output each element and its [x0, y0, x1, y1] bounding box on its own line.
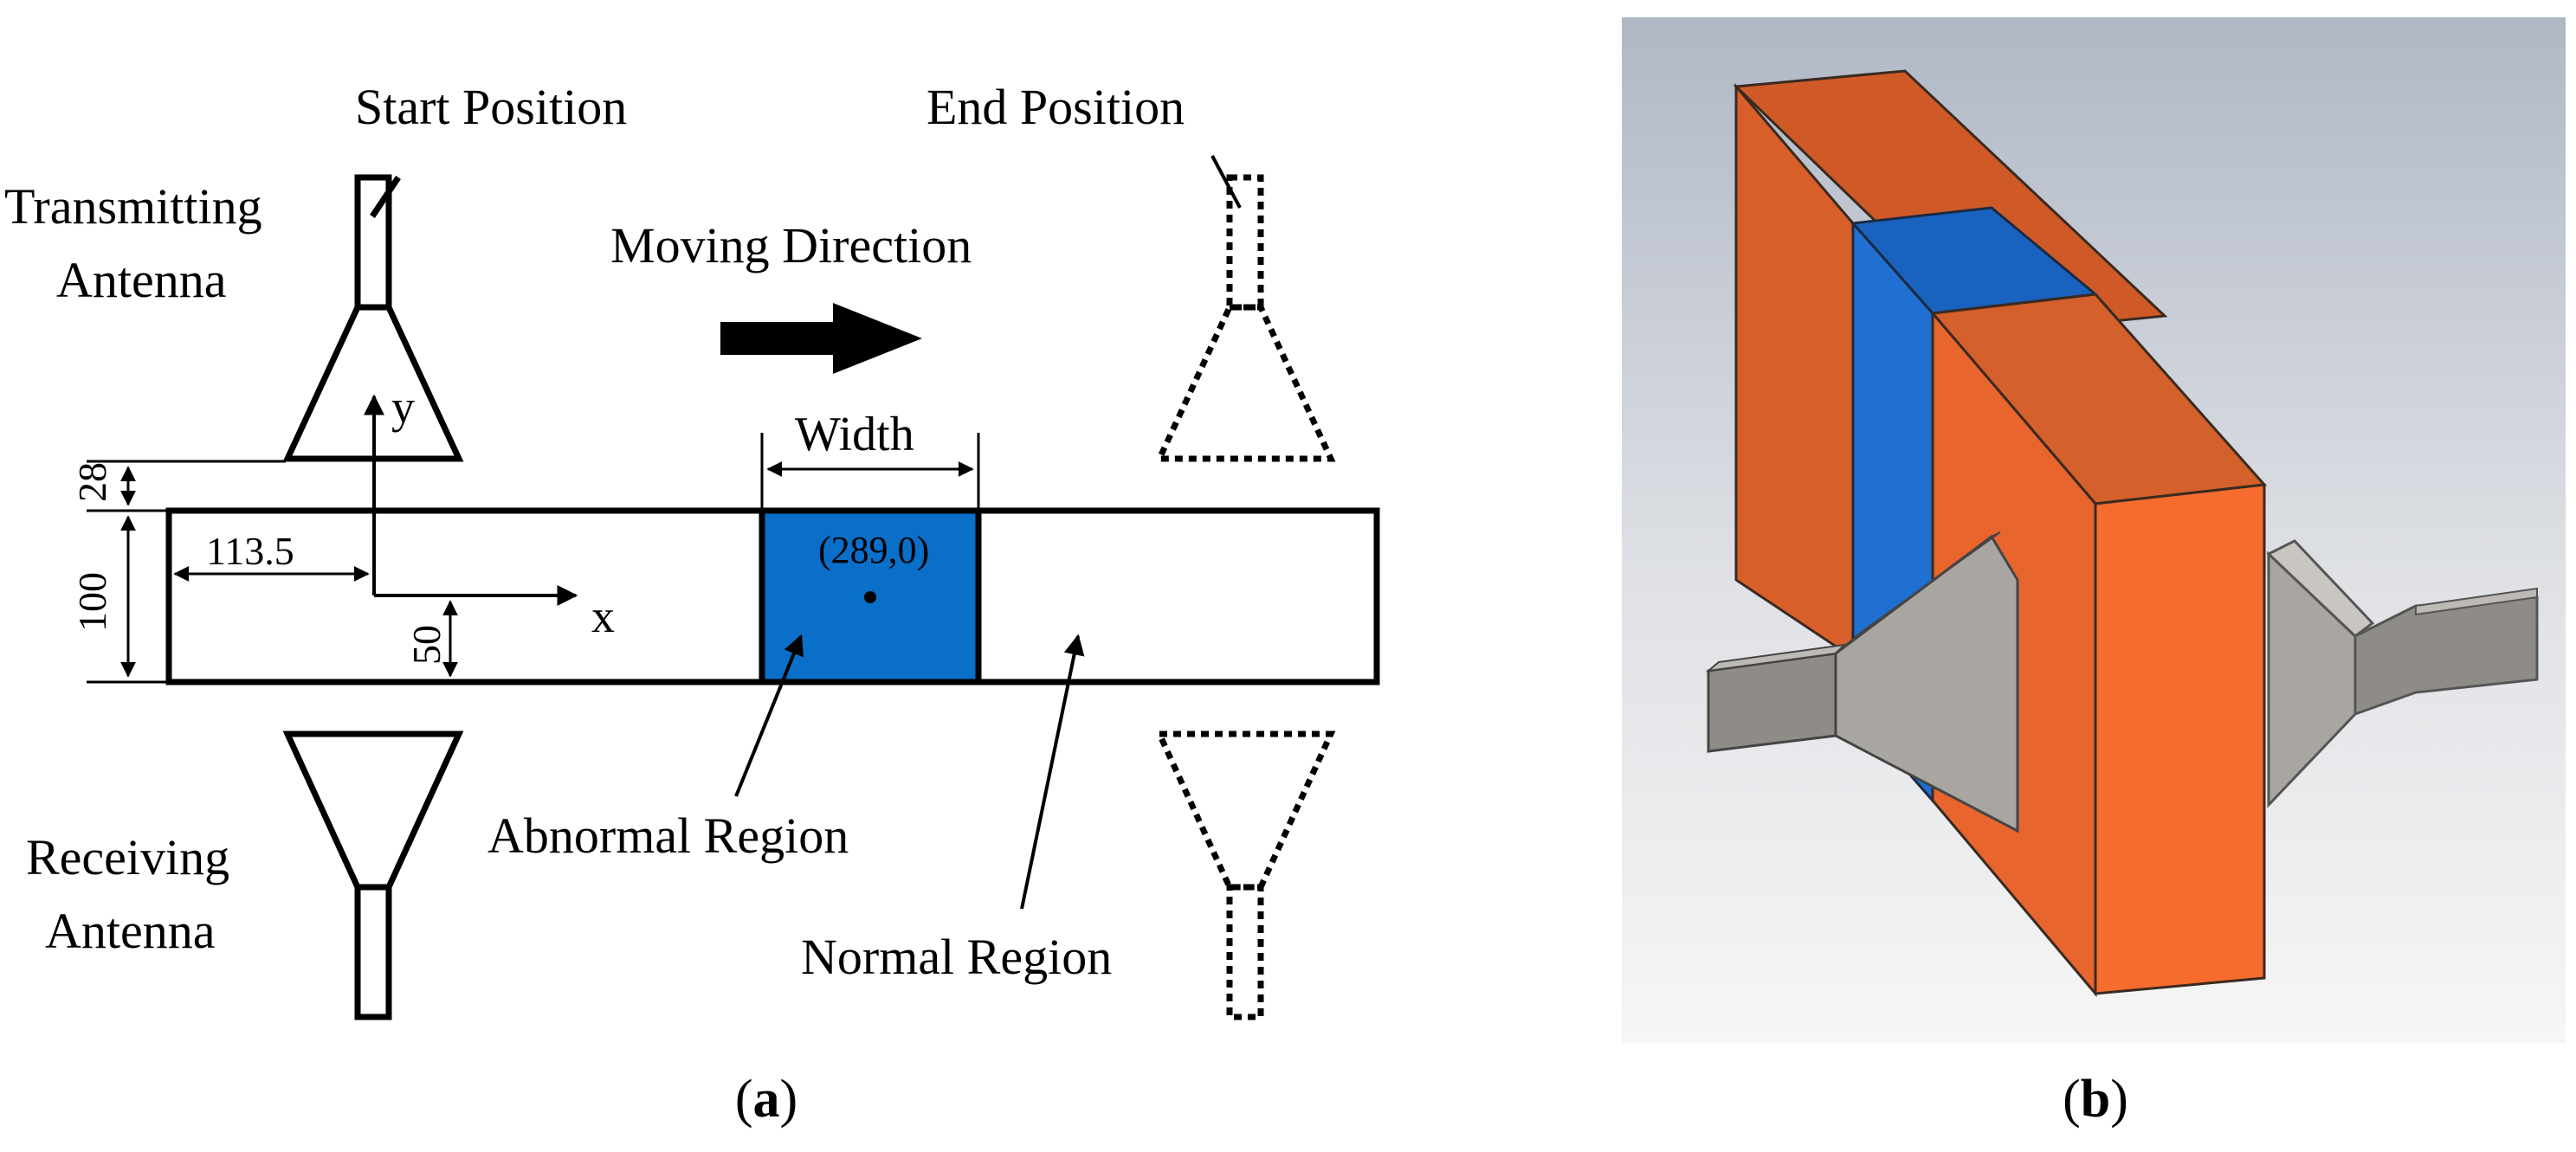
caption-b: (b)	[2063, 1070, 2128, 1129]
dim-50-label: 50	[404, 625, 449, 665]
transmitting-label-line1: Transmitting	[4, 178, 262, 235]
transmitting-label-line2: Antenna	[56, 252, 227, 308]
y-axis-label: y	[391, 381, 415, 433]
caption-a: (a)	[735, 1070, 797, 1129]
transmitting-antenna	[282, 174, 464, 462]
normal-region-pointer	[1020, 634, 1085, 910]
rear-horn-antenna	[2266, 539, 2539, 808]
x-axis-label: x	[591, 590, 615, 642]
panel-b-render: (b)	[1622, 17, 2566, 1129]
center-point	[864, 591, 876, 603]
end-position-receiving-antenna	[1154, 730, 1336, 1020]
front-horn-antenna	[1705, 531, 2019, 833]
abnormal-region-pointer	[734, 634, 804, 797]
end-position-label: End Position	[926, 79, 1185, 135]
width-label: Width	[795, 408, 914, 461]
moving-direction-arrow	[720, 303, 922, 374]
panel-a-diagram: Start Position End Position Transmitting…	[4, 79, 1380, 1129]
end-position-transmitting-antenna	[1154, 174, 1336, 462]
receiving-label-line2: Antenna	[45, 903, 216, 959]
start-position-pointer	[370, 176, 401, 218]
receiving-antenna	[282, 730, 464, 1020]
end-position-pointer	[1211, 155, 1242, 209]
abnormal-region-label: Abnormal Region	[487, 808, 849, 864]
receiving-label-line1: Receiving	[26, 829, 229, 885]
start-position-label: Start Position	[355, 79, 627, 135]
moving-direction-label: Moving Direction	[610, 217, 972, 274]
normal-region-label: Normal Region	[801, 929, 1112, 985]
dim-100-label: 100	[70, 572, 114, 632]
center-coordinate-label: (289,0)	[818, 529, 929, 571]
dim-113-label: 113.5	[206, 529, 294, 573]
dim-28-label: 28	[70, 462, 114, 502]
